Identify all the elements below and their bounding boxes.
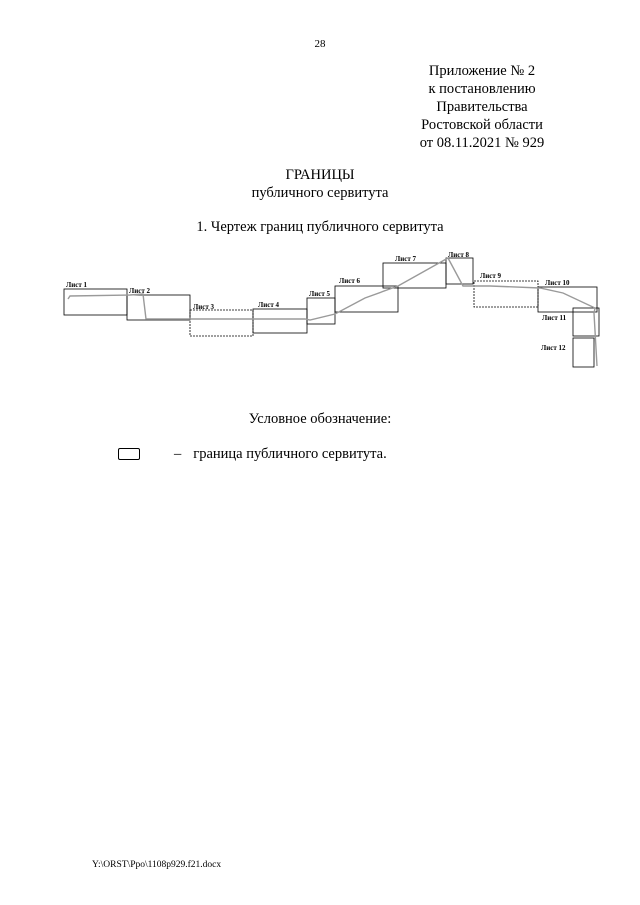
- page-number: 28: [314, 38, 326, 50]
- sheet-label: Лист 9: [480, 272, 502, 280]
- section-heading: 1. Чертеж границ публичного сервитута: [196, 219, 444, 235]
- sheet-frame: [572, 307, 600, 337]
- title-main: ГРАНИЦЫ: [285, 167, 355, 183]
- sheet-frame: [572, 337, 595, 368]
- sheet-frame: [63, 288, 128, 316]
- appendix-line: к постановлению: [428, 81, 536, 97]
- appendix-line: от 08.11.2021 № 929: [419, 135, 545, 151]
- appendix-block: Приложение № 2 к постановлению Правитель…: [382, 62, 582, 152]
- sheet-label: Лист 6: [339, 277, 361, 285]
- sheet-label: Лист 11: [542, 314, 567, 322]
- title-sub: публичного сервитута: [251, 185, 389, 201]
- servitude-boundary-line: [67, 257, 598, 367]
- sheet-frame: [189, 309, 254, 337]
- appendix-line: Правительства: [436, 99, 528, 115]
- sheet-frame: [334, 285, 399, 313]
- sheet-label: Лист 12: [541, 344, 566, 352]
- sheet-label: Лист 3: [193, 303, 215, 311]
- sheet-frame: [382, 262, 447, 289]
- sheet-frame: [126, 294, 191, 321]
- sheet-label: Лист 5: [309, 290, 331, 298]
- appendix-line: Приложение № 2: [428, 63, 536, 79]
- boundary-symbol: [118, 448, 140, 460]
- sheet-frame: [445, 257, 474, 285]
- boundary-drawing: Лист 1 Лист 2 Лист 3 Лист 4 Лист 5 Лист …: [63, 251, 600, 368]
- legend-heading: Условное обозначение:: [248, 411, 392, 427]
- sheet-label: Лист 7: [395, 255, 417, 263]
- sheet-frame: [537, 286, 598, 313]
- sheet-label: Лист 10: [545, 279, 570, 287]
- sheet-label: Лист 2: [129, 287, 151, 295]
- legend-dash: –: [174, 445, 182, 462]
- sheet-label: Лист 1: [66, 281, 88, 289]
- legend-item: – граница публичного сервитута.: [118, 445, 387, 463]
- sheet-frame: [473, 280, 539, 308]
- sheet-label: Лист 4: [258, 301, 280, 309]
- legend-text: граница публичного сервитута.: [193, 445, 387, 462]
- sheet-label: Лист 8: [448, 251, 470, 259]
- sheet-frame: [252, 308, 308, 334]
- appendix-line: Ростовской области: [421, 117, 543, 133]
- document-title: ГРАНИЦЫ публичного сервитута: [0, 166, 640, 202]
- file-path: Y:\ORST\Ppo\1108p929.f21.docx: [92, 860, 222, 870]
